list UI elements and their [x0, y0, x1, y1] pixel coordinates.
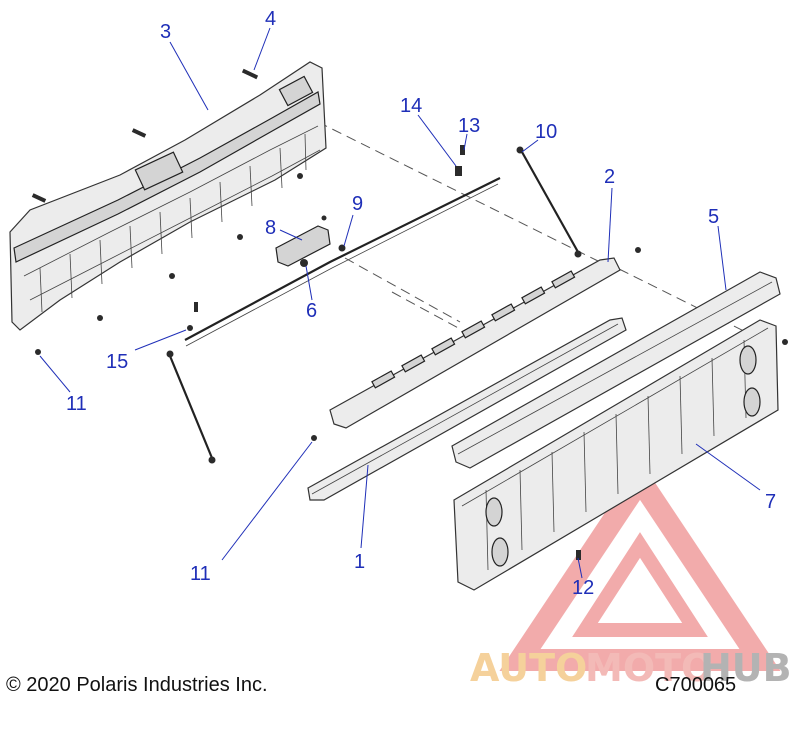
- watermark-word-hub: HUB: [700, 646, 792, 690]
- callout-12: 12: [572, 577, 594, 599]
- callout-3: 3: [160, 21, 171, 43]
- watermark-word-auto: AUTO: [470, 646, 587, 690]
- callout-15: 15: [106, 351, 128, 373]
- part-3-screws: [31, 68, 303, 355]
- callout-6: 6: [306, 300, 317, 322]
- part-3-inner-panel: [9, 61, 327, 331]
- callout-11-left: 11: [66, 393, 87, 415]
- watermark-triangle-inner: [572, 532, 708, 637]
- alignment-lines: [317, 121, 773, 346]
- callout-10: 10: [535, 121, 557, 143]
- part-5-top-cap: [451, 271, 781, 469]
- callout-labels: 3 4 14 13 10 2 5 9 8 6 15 11 11 1 7 12: [66, 8, 776, 599]
- copyright-text: © 2020 Polaris Industries Inc.: [6, 674, 268, 696]
- part-2-slots: [371, 270, 576, 389]
- callout-14: 14: [400, 95, 422, 117]
- part-10-support-cable-left: [166, 350, 216, 464]
- figure-code: C700065: [655, 674, 736, 696]
- callout-2: 2: [604, 166, 615, 188]
- part-1-lower-rail: [307, 317, 627, 501]
- callout-5: 5: [708, 206, 719, 228]
- part-10-support-cable: [516, 146, 582, 258]
- part-2-top-trim: [329, 247, 641, 429]
- part-3-ribs: [39, 133, 307, 313]
- callout-8: 8: [265, 217, 276, 239]
- part-14-cable-rod: [184, 145, 501, 347]
- leader-lines: [39, 27, 761, 579]
- callout-7: 7: [765, 491, 776, 513]
- callout-13: 13: [458, 115, 480, 137]
- watermark-word-moto: MOTO: [585, 646, 713, 690]
- callout-4: 4: [265, 8, 276, 30]
- callout-1: 1: [354, 551, 365, 573]
- callout-9: 9: [352, 193, 363, 215]
- callout-11-bottom: 11: [190, 563, 211, 585]
- part-7-outer-panel: [453, 319, 788, 591]
- part-8-latch-handle: [275, 215, 346, 267]
